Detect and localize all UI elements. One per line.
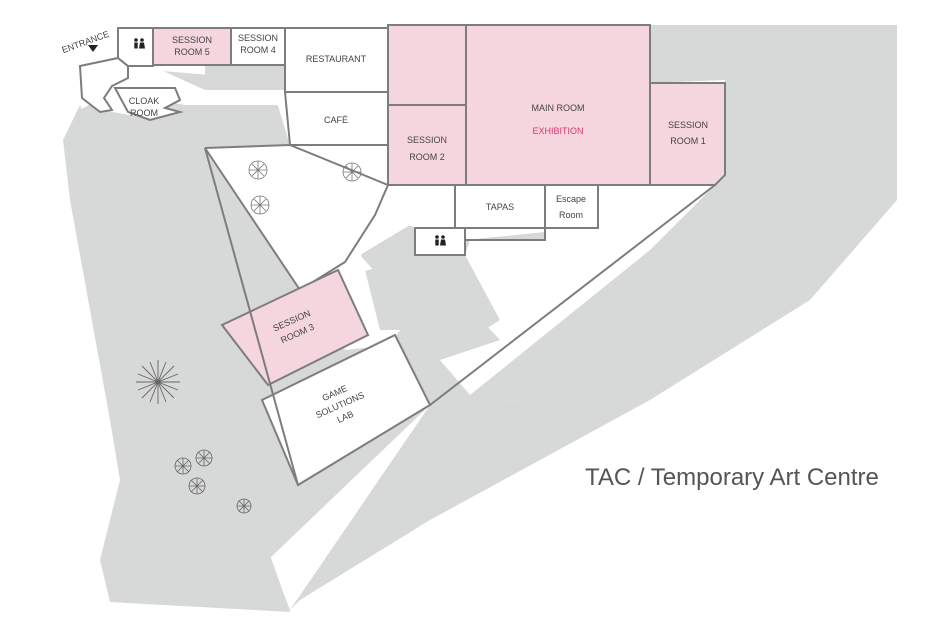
cloak-room-label-1: CLOAK (129, 96, 160, 106)
session-room-3[interactable] (220, 268, 370, 387)
escape-room-label-1: Escape (556, 194, 586, 204)
session-room-5-label-1: SESSION (172, 35, 212, 45)
exhibition-label: EXHIBITION (532, 126, 583, 136)
courtyard-fill (360, 225, 545, 358)
tree-icon (248, 160, 268, 180)
restroom-icon (134, 38, 145, 49)
session-room-5-label-2: ROOM 5 (174, 47, 210, 57)
tree-icon (174, 457, 192, 475)
main-room-annex (387, 24, 467, 106)
session-room-2-label-2: ROOM 2 (409, 152, 445, 162)
building-shell (63, 25, 897, 610)
restaurant-label: RESTAURANT (306, 54, 367, 64)
building-shell-east (715, 25, 897, 245)
cafe-label: CAFÉ (324, 115, 348, 125)
session-room-1-label-1: SESSION (668, 120, 708, 130)
entrance-label-group: ENTRANCE (60, 29, 110, 55)
restroom-icon (435, 235, 446, 246)
building-shell-west (63, 105, 290, 612)
tree-icon (342, 162, 362, 182)
restroom-central (414, 227, 466, 256)
escape-room[interactable] (544, 184, 599, 229)
main-room-label: MAIN ROOM (532, 103, 585, 113)
building-shell-south (290, 100, 897, 610)
tree-icon (236, 498, 252, 514)
main-room[interactable] (465, 24, 651, 186)
session-room-1[interactable] (649, 82, 726, 186)
escape-room-label-2: Room (559, 210, 583, 220)
cloak-room[interactable] (113, 87, 184, 122)
entrance-arrow-icon (88, 45, 98, 52)
tree-icon (195, 449, 213, 467)
tapas-label: TAPAS (486, 202, 514, 212)
map-caption: TAC / Temporary Art Centre (585, 464, 879, 491)
session-room-4-label-2: ROOM 4 (240, 45, 276, 55)
session-room-2-label-1: SESSION (407, 135, 447, 145)
session-room-1-label-2: ROOM 1 (670, 136, 706, 146)
tree-icon (136, 360, 180, 404)
tree-icon (188, 477, 206, 495)
outer-wall-line (204, 147, 716, 486)
corridor-fill (205, 65, 232, 90)
session-room-4-label-1: SESSION (238, 33, 278, 43)
tree-icon (250, 195, 270, 215)
cloak-room-label-2: ROOM (130, 108, 158, 118)
entrance-label: ENTRANCE (60, 29, 110, 55)
corridor-fill-2 (232, 65, 285, 90)
session-room-2[interactable] (387, 104, 467, 186)
